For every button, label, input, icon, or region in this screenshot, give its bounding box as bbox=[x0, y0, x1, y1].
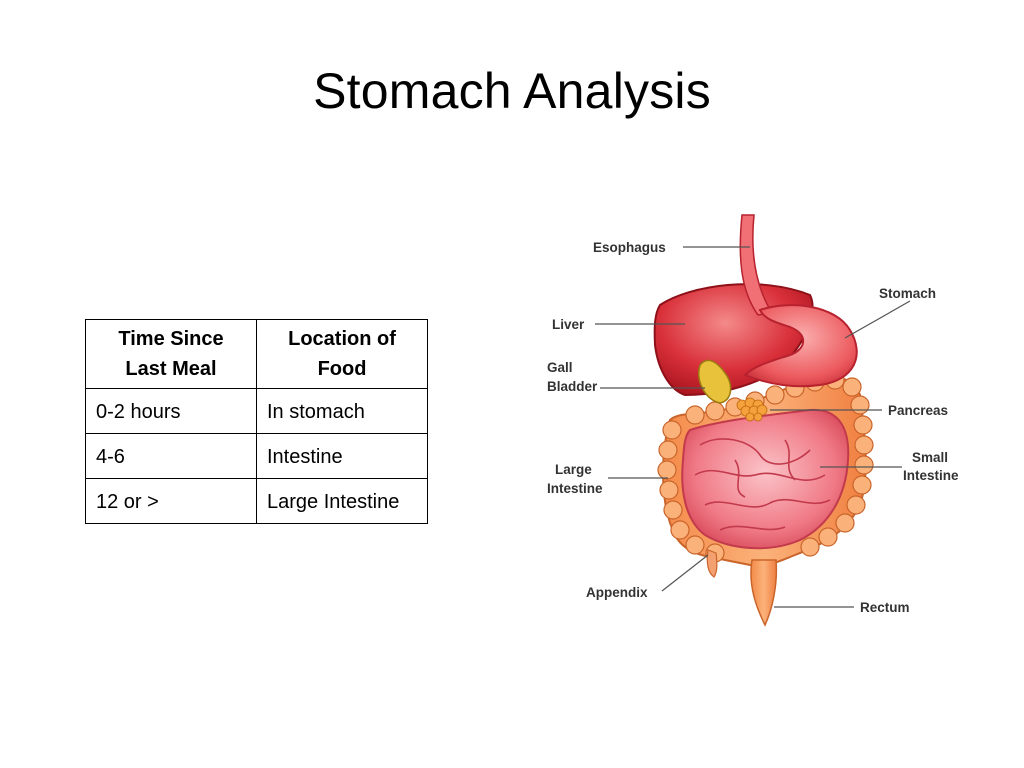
label-pancreas: Pancreas bbox=[888, 403, 948, 418]
rectum-shape bbox=[751, 560, 776, 625]
label-large-intestine-line1: Large bbox=[555, 462, 592, 477]
label-large-intestine-line2: Intestine bbox=[547, 481, 603, 496]
leader-appendix bbox=[662, 555, 708, 591]
table-row: 12 or > Large Intestine bbox=[86, 479, 428, 524]
table-cell-location: Intestine bbox=[257, 434, 428, 479]
table-row: 0-2 hours In stomach bbox=[86, 389, 428, 434]
slide-title: Stomach Analysis bbox=[0, 62, 1024, 120]
label-liver: Liver bbox=[552, 317, 585, 332]
table-row: 4-6 Intestine bbox=[86, 434, 428, 479]
leader-stomach bbox=[845, 301, 910, 338]
label-esophagus: Esophagus bbox=[593, 240, 666, 255]
label-small-intestine-line2: Intestine bbox=[903, 468, 959, 483]
table-cell-time: 12 or > bbox=[86, 479, 257, 524]
header-time-since-meal: Time Since Last Meal bbox=[86, 320, 257, 389]
digestive-system-diagram: Esophagus Liver Gall Bladder Stomach Pan… bbox=[520, 205, 980, 635]
label-gall-bladder-line1: Gall bbox=[547, 360, 573, 375]
appendix-shape bbox=[707, 550, 717, 577]
label-stomach: Stomach bbox=[879, 286, 936, 301]
table-cell-location: In stomach bbox=[257, 389, 428, 434]
header-location-of-food: Location of Food bbox=[257, 320, 428, 389]
table-cell-time: 0-2 hours bbox=[86, 389, 257, 434]
label-gall-bladder-line2: Bladder bbox=[547, 379, 598, 394]
label-small-intestine-line1: Small bbox=[912, 450, 948, 465]
table-header-row: Time Since Last Meal Location of Food bbox=[86, 320, 428, 389]
label-appendix: Appendix bbox=[586, 585, 648, 600]
table-cell-location: Large Intestine bbox=[257, 479, 428, 524]
food-location-table: Time Since Last Meal Location of Food 0-… bbox=[85, 319, 428, 524]
table-cell-time: 4-6 bbox=[86, 434, 257, 479]
label-rectum: Rectum bbox=[860, 600, 910, 615]
